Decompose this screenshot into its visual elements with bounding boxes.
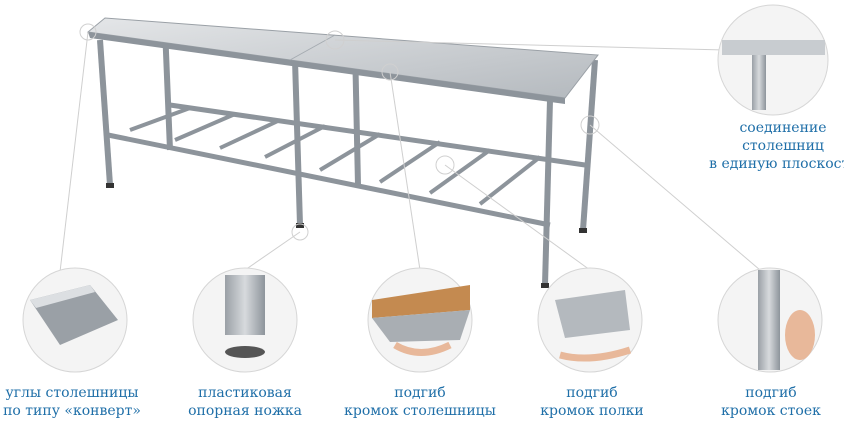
label-line: углы столешницы — [5, 385, 139, 401]
label-line: подгиб — [566, 385, 618, 401]
label-leg-edge: подгиб кромок стоек — [721, 384, 821, 420]
label-shelf-edge: подгиб кромок полки — [540, 384, 643, 420]
detail-circle-shelf-edge — [537, 267, 643, 373]
label-foot: пластиковая опорная ножка — [188, 384, 302, 420]
label-line: в единую плоскость — [709, 156, 844, 172]
label-line: по типу «конверт» — [3, 403, 141, 419]
label-joint: соединение столешниц в единую плоскость — [709, 119, 844, 173]
callout-lines — [59, 31, 761, 273]
label-line: опорная ножка — [188, 403, 302, 419]
steel-table — [86, 17, 599, 288]
label-line: кромок столешницы — [344, 403, 496, 419]
label-line: подгиб — [745, 385, 797, 401]
detail-circle-leg-edge — [717, 267, 823, 373]
label-line: соединение — [739, 120, 827, 136]
label-line: столешниц — [742, 138, 824, 154]
label-corners: углы столешницы по типу «конверт» — [3, 384, 141, 420]
label-line: кромок стоек — [721, 403, 821, 419]
label-line: пластиковая — [198, 385, 292, 401]
detail-circle-joint — [717, 4, 829, 116]
detail-circle-top-edge — [367, 267, 473, 373]
markers — [79, 23, 600, 241]
label-top-edge: подгиб кромок столешницы — [344, 384, 496, 420]
detail-circle-foot — [192, 267, 298, 373]
label-line: кромок полки — [540, 403, 644, 419]
detail-circle-corners — [22, 267, 128, 373]
label-line: подгиб — [394, 385, 446, 401]
